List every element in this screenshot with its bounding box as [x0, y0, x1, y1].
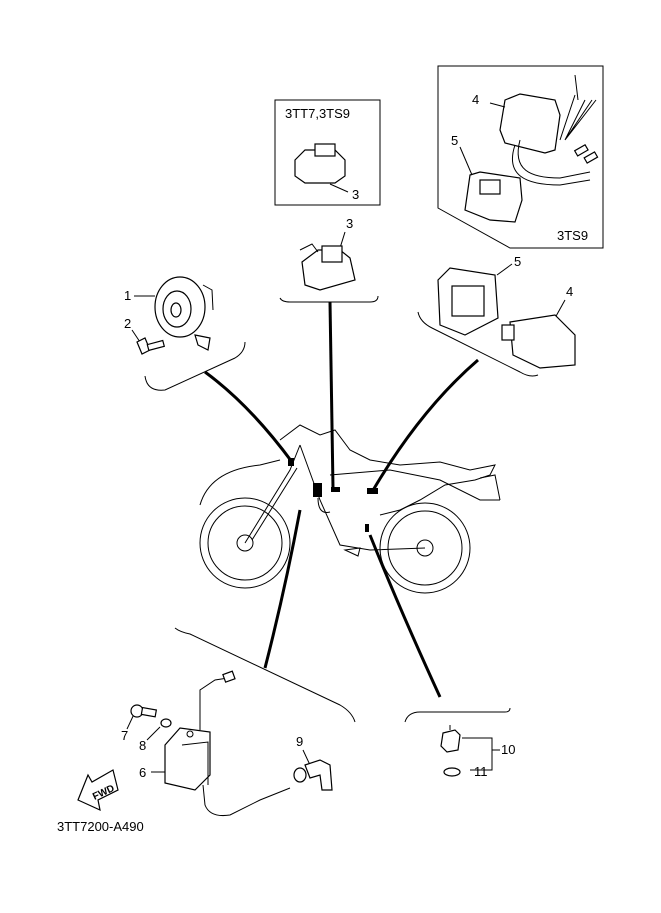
callout-4: 4: [566, 284, 573, 299]
group-left-flywheel: 1 2: [124, 276, 294, 463]
group-right-unit: 5 4: [370, 254, 576, 493]
inset-title: 3TT7,3TS9: [285, 106, 350, 121]
callout-4: 4: [472, 92, 479, 107]
part-5-coupler-inset: [459, 146, 523, 223]
part-3-relay-inset: [294, 143, 349, 193]
callout-8: 8: [139, 738, 146, 753]
callout-2: 2: [124, 316, 131, 331]
callout-11: 11: [474, 764, 488, 779]
callout-9: 9: [296, 734, 303, 749]
callout-5: 5: [514, 254, 521, 269]
group-bottom-right-switch: 10 11: [368, 534, 515, 779]
inset-box-3ts9: 3TS9 4 5: [437, 65, 604, 249]
callout-3: 3: [346, 216, 353, 231]
callout-1: 1: [124, 288, 131, 303]
part-4-unit-inset: [489, 74, 599, 186]
fwd-arrow-icon: FWD: [77, 769, 119, 812]
callout-5: 5: [451, 133, 458, 148]
group-top-relay: 3: [279, 216, 379, 489]
callout-3: 3: [352, 187, 359, 202]
callout-10: 10: [501, 742, 515, 757]
callout-6: 6: [139, 765, 146, 780]
inset-box-3tt7-3ts9: 3TT7,3TS9 3: [274, 99, 381, 206]
drawing-code: 3TT7200-A490: [57, 819, 144, 834]
inset-title: 3TS9: [557, 228, 588, 243]
group-bottom-left-ignition-coil: 7 8 6 9: [121, 509, 356, 816]
callout-7: 7: [121, 728, 128, 743]
motorcycle-outline: [199, 424, 501, 594]
